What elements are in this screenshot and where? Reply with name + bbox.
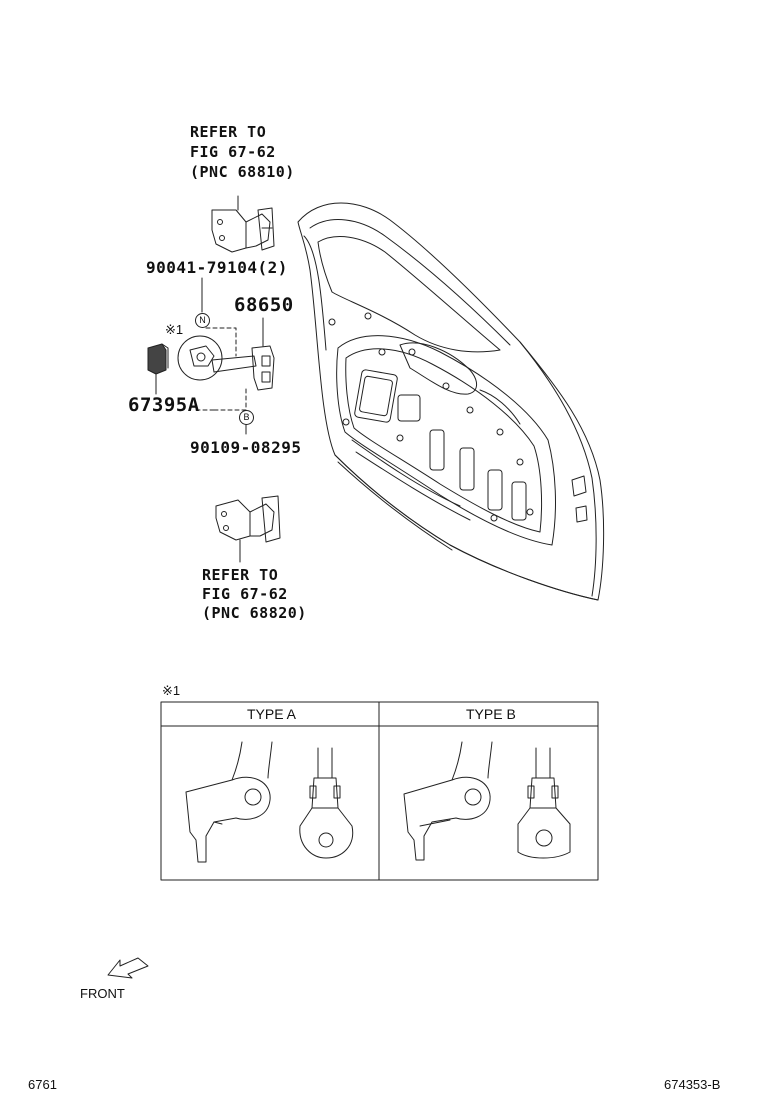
front-label: FRONT [80,986,125,1001]
back-door-panel [297,202,605,601]
checker-part-number: 68650 [234,294,294,316]
lower-ref-line3: (PNC 68820) [202,604,307,622]
bolt-part-number: 90041-79104(2) [146,258,288,277]
screw-part-number: 90109-08295 [190,438,302,457]
door-checker-assembly [147,277,275,435]
upper-ref-line1: REFER TO [190,123,267,141]
lower-ref-line1: REFER TO [202,566,279,584]
type-a-header: TYPE A [247,706,297,722]
detail-note-mark: ※1 [165,322,184,337]
figure-code: 674353-B [664,1077,721,1092]
front-arrow-icon [107,957,149,979]
table-note-mark: ※1 [162,683,181,698]
bolt-circle-marker: N [195,313,210,328]
type-table [160,701,599,881]
lower-hinge [215,495,281,563]
upper-ref-line2: FIG 67-62 [190,143,276,161]
bracket-part-number: 67395A [128,394,200,416]
screw-circle-marker: B [239,410,254,425]
upper-hinge [211,195,275,253]
type-b-header: TYPE B [466,706,516,722]
lower-ref-line2: FIG 67-62 [202,585,288,603]
page-code: 6761 [28,1077,57,1092]
upper-ref-line3: (PNC 68810) [190,163,295,181]
